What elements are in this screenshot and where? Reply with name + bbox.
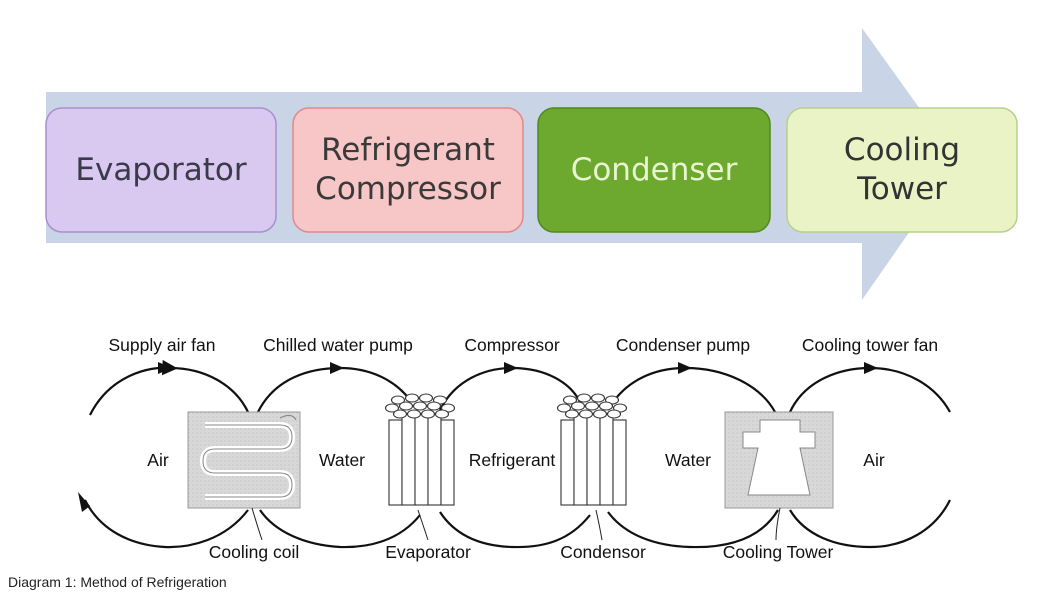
tube-end (412, 401, 428, 411)
process-box-cooling-tower: Cooling Tower (786, 107, 1018, 233)
tube-end (406, 409, 422, 419)
tube-end (392, 409, 408, 419)
arrowhead-4 (678, 362, 692, 374)
tube-end (404, 393, 420, 403)
tube (427, 413, 442, 506)
process-box-condenser: Condenser (537, 107, 771, 233)
loop-top-label-compressor: Compressor (464, 335, 559, 355)
arrowhead-3 (504, 362, 518, 374)
loop-inner-label-water: Water (319, 450, 365, 470)
process-box-label-line1: Refrigerant (321, 132, 495, 168)
loop-inner-label-refrigerant: Refrigerant (469, 450, 556, 470)
loop-top-label-supply-air-fan: Supply air fan (108, 335, 215, 355)
loop-inner-label-air: Air (147, 450, 169, 470)
leader-lines (251, 507, 781, 541)
process-box-refrigerant-compressor: Refrigerant Compressor (292, 107, 524, 233)
loop-inner-label-air: Air (863, 450, 885, 470)
loop-top-label-chilled-water-pump: Chilled water pump (263, 335, 413, 355)
flow-arrowheads (78, 362, 878, 512)
tube-end (556, 403, 572, 413)
process-box-label: Condenser (571, 152, 738, 188)
component-label-condensor: Condensor (560, 542, 646, 562)
tube-end (584, 401, 600, 411)
tube-end (570, 401, 586, 411)
loop-inner-label-water: Water (665, 450, 711, 470)
loop-top-label-cooling-tower-fan: Cooling tower fan (802, 335, 938, 355)
figure-caption: Diagram 1: Method of Refrigeration (8, 574, 227, 590)
tube (414, 413, 429, 506)
loop-arc-top-3 (439, 366, 581, 411)
tube-end (418, 393, 434, 403)
tube-end (420, 409, 436, 419)
process-box-evaporator: Evaporator (45, 107, 277, 233)
loop-arc-bottom-5 (789, 499, 951, 549)
component-label-evaporator: Evaporator (385, 542, 471, 562)
tube-end (434, 409, 450, 419)
tube-end (606, 409, 622, 419)
tube (599, 413, 614, 506)
process-box-label-line2: Tower (856, 171, 947, 207)
tube-end (564, 409, 580, 419)
component-label-cooling-coil: Cooling coil (209, 542, 299, 562)
tube-end (592, 409, 608, 419)
cooling-coil-component (187, 411, 301, 509)
loop-arc-top-1 (89, 359, 249, 416)
loop-arc-top-4 (607, 366, 776, 413)
process-box-label-line1: Cooling (844, 132, 960, 168)
tube (401, 413, 416, 506)
tube (612, 419, 627, 506)
loop-arc-top-5 (789, 366, 951, 413)
arrowhead-5 (864, 362, 878, 374)
tube-end (578, 409, 594, 419)
tube-end (576, 393, 592, 403)
loop-arc-bottom-3 (439, 511, 591, 549)
loop-arc-bottom-1 (84, 499, 249, 549)
arrowhead-2 (330, 362, 344, 374)
loop-arc-bottom-4 (607, 509, 779, 549)
tube-end (384, 403, 400, 413)
arrowhead-bottom-left (78, 492, 90, 512)
tube-end (426, 401, 442, 411)
process-box-label: Evaporator (75, 152, 246, 188)
condensor-component (556, 393, 628, 506)
tube (586, 413, 601, 506)
tube-end (598, 401, 614, 411)
tube (388, 419, 403, 506)
component-label-cooling-tower: Cooling Tower (723, 542, 834, 562)
tube-end (398, 401, 414, 411)
arrowhead-1 (158, 362, 172, 374)
tube-end (590, 393, 606, 403)
tube-end (390, 395, 406, 405)
loop-arc-bottom-2 (259, 509, 421, 549)
cooling-tower-component (724, 411, 834, 509)
process-box-label-line2: Compressor (315, 171, 501, 207)
tube-end (562, 395, 578, 405)
evaporator-component (384, 393, 456, 506)
tube (573, 413, 588, 506)
tube (560, 419, 575, 506)
tube (440, 419, 455, 506)
loop-top-label-condenser-pump: Condenser pump (616, 335, 750, 355)
